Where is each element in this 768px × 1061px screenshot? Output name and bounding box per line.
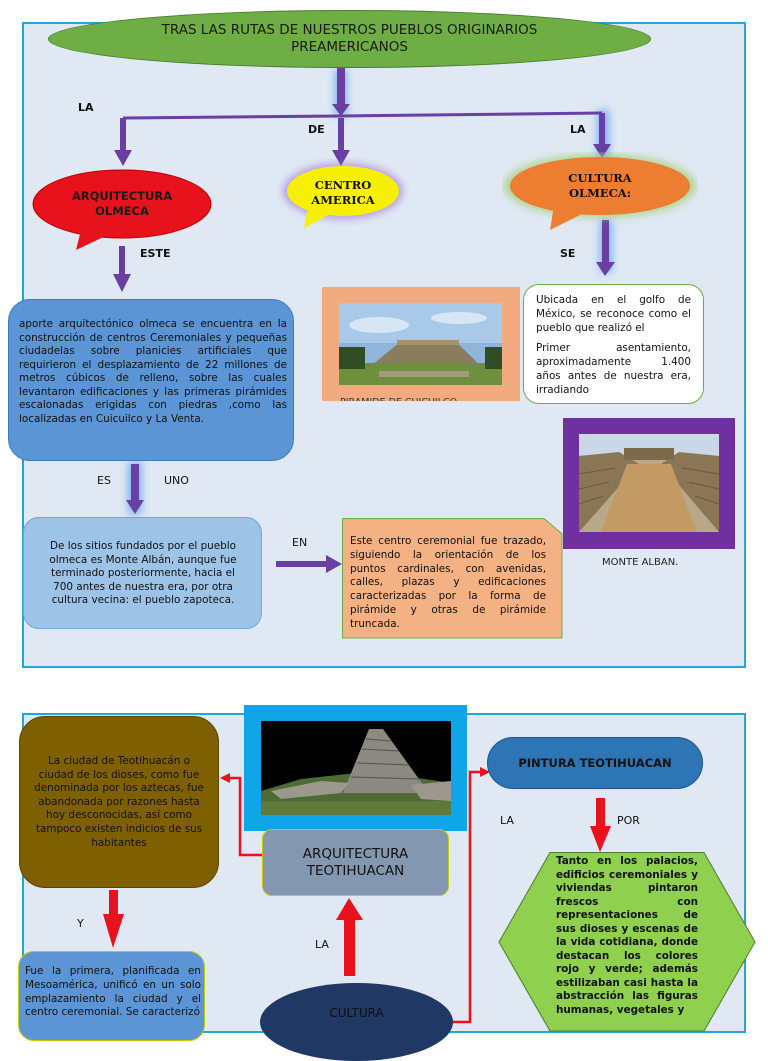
- connector-es: ES: [97, 474, 111, 487]
- teotihuacan-pyramid-photo: [261, 721, 451, 815]
- connector-la-up: LA: [315, 938, 329, 951]
- monte-alban-image: [579, 434, 719, 532]
- cultura-teotihuacan-label: CULTURA: [260, 1006, 453, 1020]
- connector-la-mid: LA: [500, 814, 514, 827]
- aporte-arquitectonico-box: aporte arquitectónico olmeca se encuentr…: [8, 299, 294, 461]
- connector-se: SE: [560, 247, 575, 260]
- diagram-title: TRAS LAS RUTAS DE NUESTROS PUEBLOS ORIGI…: [130, 22, 570, 56]
- teotihuacan-ciudad-text: La ciudad de Teotihuacán o ciudad de los…: [34, 755, 204, 850]
- pintura-frescos-text: Tanto en los palacios, edificios ceremon…: [556, 855, 698, 1024]
- connector-uno: UNO: [164, 474, 189, 487]
- pintura-teotihuacan-box: PINTURA TEOTIHUACAN: [487, 737, 703, 789]
- aporte-arquitectonico-text: aporte arquitectónico olmeca se encuentr…: [19, 318, 287, 426]
- monte-alban-caption: MONTE ALBAN.: [602, 557, 678, 568]
- connector-este: ESTE: [140, 247, 170, 260]
- connector-y: Y: [77, 917, 84, 930]
- pintura-teotihuacan-label: PINTURA TEOTIHUACAN: [518, 756, 671, 770]
- connector-por: POR: [617, 814, 640, 827]
- connector-de: DE: [308, 123, 325, 136]
- title-ellipse: TRAS LAS RUTAS DE NUESTROS PUEBLOS ORIGI…: [48, 10, 651, 68]
- connector-en: EN: [292, 536, 307, 549]
- piramide-cuicuilco-image: [339, 303, 502, 385]
- cultura-olmeca-label: CULTURA OLMECA:: [548, 171, 652, 201]
- sitios-olmeca-box: De los sitios fundados por el pueblo olm…: [23, 517, 262, 629]
- primera-planificada-box: Fue la primera, planificada en Mesoaméri…: [18, 951, 205, 1041]
- cultura-teotihuacan-ellipse: CULTURA: [260, 983, 453, 1061]
- centro-america-label: CENTRO AMERICA: [300, 178, 386, 208]
- ubicada-text-1: Ubicada en el golfo de México, se recono…: [536, 293, 691, 335]
- arquitectura-teotihuacan-box: ARQUITECTURA TEOTIHUACAN: [262, 829, 449, 896]
- arquitectura-teotihuacan-label: ARQUITECTURA TEOTIHUACAN: [286, 846, 426, 880]
- ubicada-text-2: Primer asentamiento, aproximadamente 1.4…: [536, 341, 691, 397]
- teotihuacan-ciudad-box: La ciudad de Teotihuacán o ciudad de los…: [19, 716, 219, 888]
- connector-la-left: LA: [78, 101, 94, 114]
- ubicada-box: Ubicada en el golfo de México, se recono…: [523, 284, 704, 404]
- primera-planificada-text: Fue la primera, planificada en Mesoaméri…: [25, 965, 201, 1020]
- arquitectura-olmeca-label: ARQUITECTURA OLMECA: [60, 189, 184, 219]
- centro-ceremonial-text: Este centro ceremonial fue trazado, sigu…: [350, 535, 546, 632]
- piramide-caption: PIRAMIDE DE CUICUILCO: [340, 393, 490, 401]
- sitios-olmeca-text: De los sitios fundados por el pueblo olm…: [40, 540, 246, 608]
- connector-la-right: LA: [570, 123, 586, 136]
